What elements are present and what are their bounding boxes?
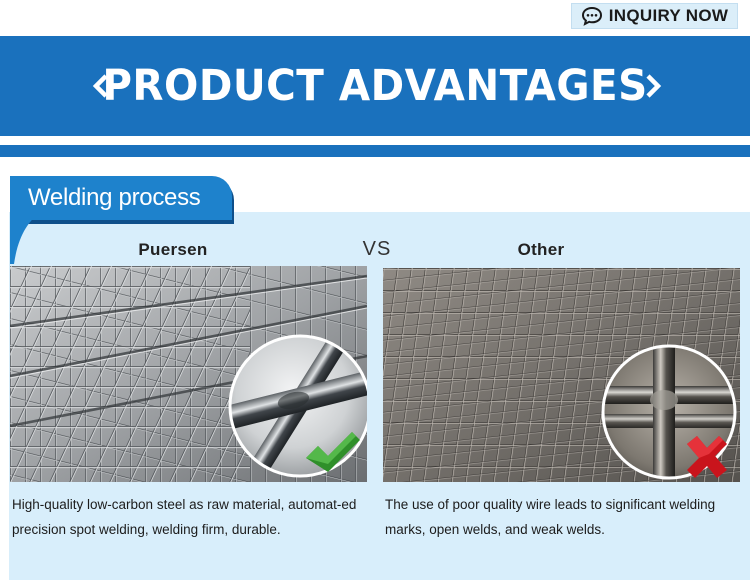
puersen-description: High-quality low-carbon steel as raw mat… (12, 497, 357, 537)
section-tab-tail (10, 212, 40, 264)
check-mark-icon (306, 432, 360, 472)
chat-bubble-icon (581, 6, 602, 26)
puersen-mesh-photo (10, 266, 367, 482)
inquiry-now-label: INQUIRY NOW (608, 6, 729, 25)
vs-label: VS (362, 238, 392, 260)
puersen-label: Puersen (138, 240, 208, 259)
chevron-left-icon (92, 74, 108, 98)
title-banner (0, 36, 750, 136)
banner-title: PRODUCT ADVANTAGES (102, 61, 648, 111)
banner-divider-stripe (0, 145, 750, 157)
previous-arrow-button[interactable] (86, 36, 116, 136)
section-tab: Welding process (10, 176, 232, 220)
next-arrow-button[interactable] (638, 36, 668, 136)
other-description: The use of poor quality wire leads to si… (385, 497, 716, 537)
chevron-right-icon (646, 74, 662, 98)
inquiry-now-button[interactable]: INQUIRY NOW (571, 3, 738, 29)
other-label: Other (517, 240, 565, 259)
cross-mark-icon (687, 436, 727, 478)
other-mesh-photo (383, 268, 740, 482)
section-tab-label: Welding process (28, 184, 201, 211)
